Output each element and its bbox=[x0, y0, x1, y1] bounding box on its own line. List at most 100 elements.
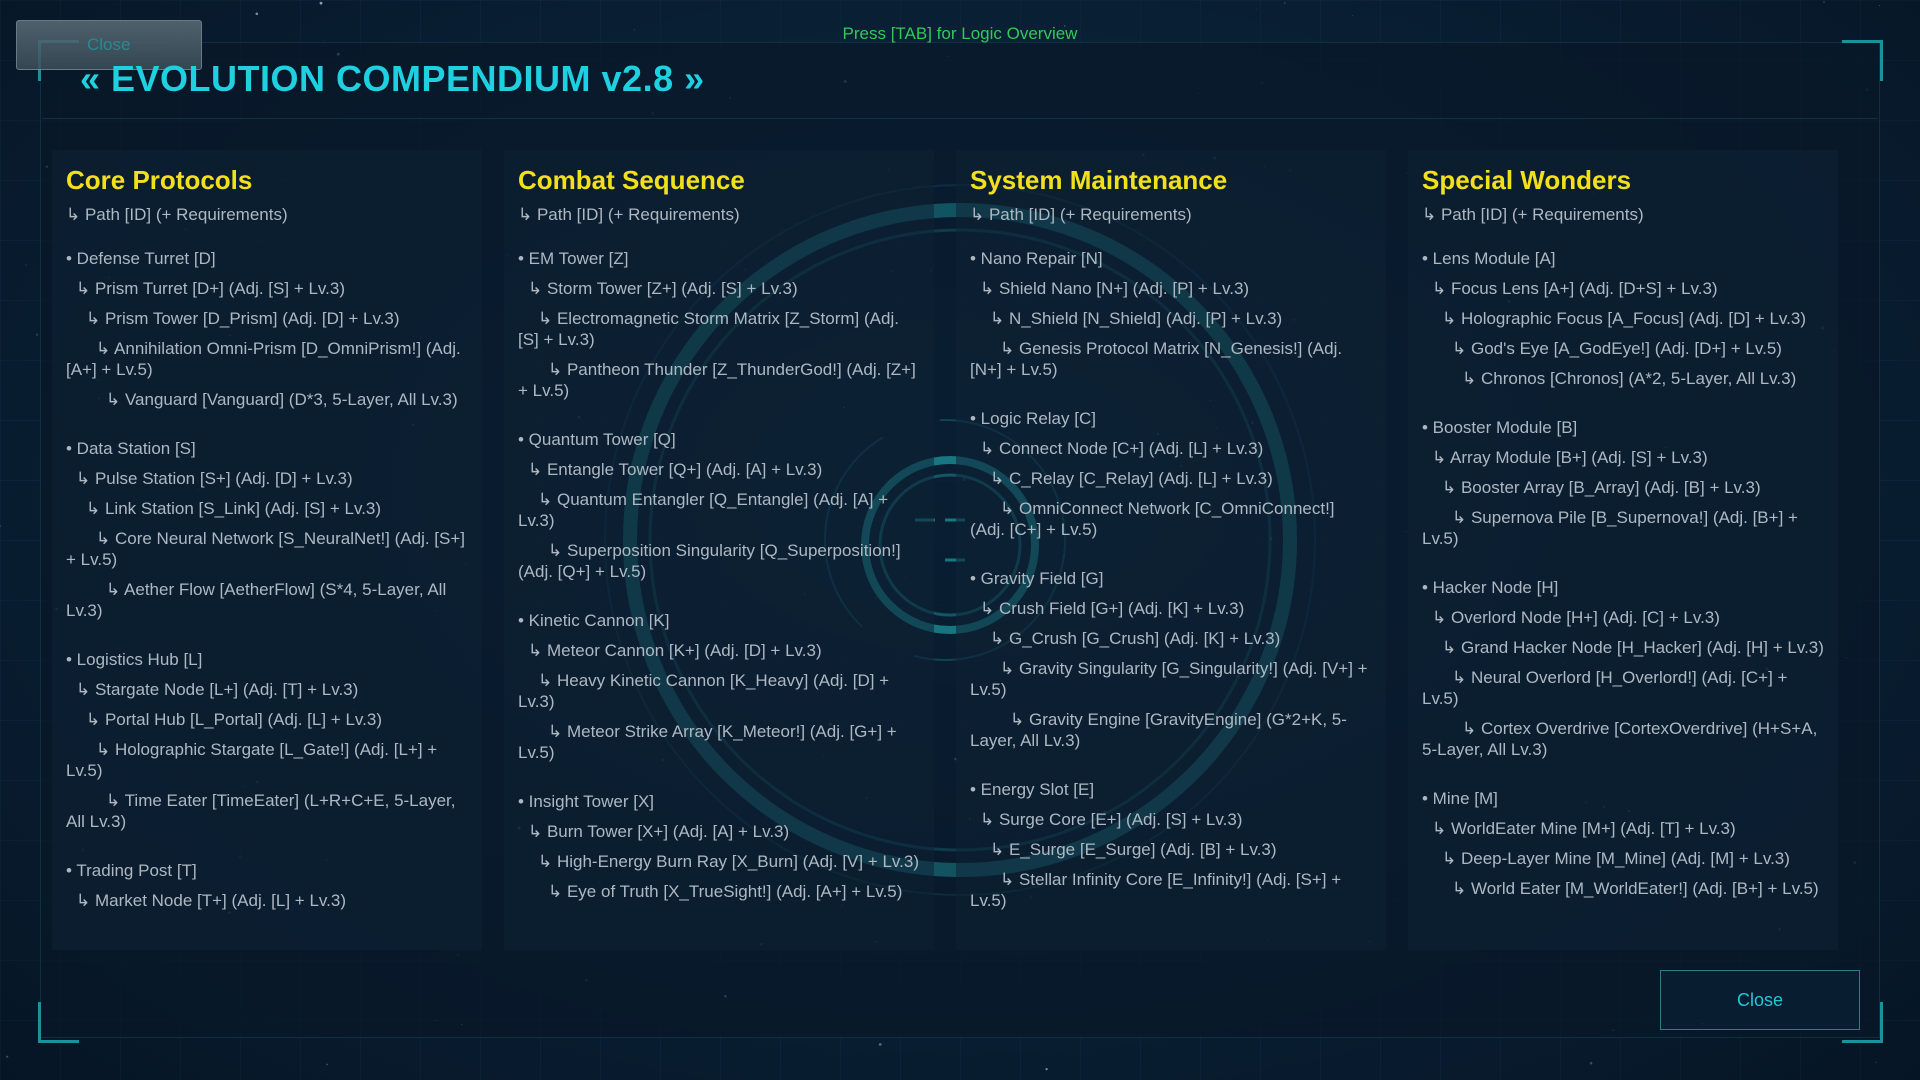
tech-base-entry: • Data Station [S] bbox=[66, 439, 196, 458]
tech-upgrade-entry: ↳ Pulse Station [S+] (Adj. [D] + Lv.3) bbox=[76, 469, 353, 488]
tech-upgrade-entry: ↳ Electromagnetic Storm Matrix [Z_Storm]… bbox=[518, 309, 899, 349]
tech-upgrade-entry: ↳ Stargate Node [L+] (Adj. [T] + Lv.3) bbox=[76, 680, 359, 699]
tech-base-entry: • EM Tower [Z] bbox=[518, 249, 629, 268]
star bbox=[1256, 7, 1257, 9]
tech-upgrade-entry: ↳ Genesis Protocol Matrix [N_Genesis!] (… bbox=[970, 339, 1343, 379]
tech-group: • Defense Turret [D]↳ Prism Turret [D+] … bbox=[66, 248, 468, 410]
bottom-close-button[interactable]: Close bbox=[1660, 970, 1860, 1030]
column-1: Core Protocols ↳ Path [ID] (+ Requirement… bbox=[52, 150, 482, 950]
star bbox=[878, 1042, 882, 1046]
star bbox=[1352, 15, 1354, 17]
tech-upgrade-entry: ↳ Gravity Singularity [G_Singularity!] (… bbox=[970, 659, 1368, 699]
tech-upgrade-entry: ↳ Prism Tower [D_Prism] (Adj. [D] + Lv.3… bbox=[86, 309, 400, 328]
tech-upgrade-entry: ↳ Chronos [Chronos] (A*2, 5-Layer, All L… bbox=[1462, 369, 1797, 388]
tech-upgrade-entry: ↳ Deep-Layer Mine [M_Mine] (Adj. [M] + L… bbox=[1442, 849, 1790, 868]
path-legend: ↳ Path [ID] (+ Requirements) bbox=[970, 205, 1192, 224]
tech-upgrade-entry: ↳ N_Shield [N_Shield] (Adj. [P] + Lv.3) bbox=[990, 309, 1283, 328]
tech-upgrade-entry: ↳ God's Eye [A_GodEye!] (Adj. [D+] + Lv.… bbox=[1452, 339, 1782, 358]
tech-group: • EM Tower [Z] ↳ Storm Tower [Z+] (Adj. [… bbox=[518, 248, 920, 401]
tech-group: • Hacker Node [H] ↳ Overlord Node [H+] (A… bbox=[1422, 577, 1824, 760]
path-legend: ↳ Path [ID] (+ Requirements) bbox=[66, 205, 288, 224]
column-heading: Special Wonders bbox=[1422, 165, 1632, 195]
tech-upgrade-entry: ↳ OmniConnect Network [C_OmniConnect!] (… bbox=[970, 499, 1335, 539]
tech-upgrade-entry: ↳ Array Module [B+] (Adj. [S] + Lv.3) bbox=[1432, 448, 1708, 467]
tech-base-entry: • Nano Repair [N] bbox=[970, 249, 1103, 268]
star bbox=[1879, 5, 1881, 7]
tech-upgrade-entry: ↳ Prism Turret [D+] (Adj. [S] + Lv.3) bbox=[76, 279, 345, 298]
tech-upgrade-entry: ↳ Surge Core [E+] (Adj. [S] + Lv.3) bbox=[980, 810, 1243, 829]
frame-corner-bottom-right bbox=[1842, 1002, 1883, 1043]
tech-upgrade-entry: ↳ WorldEater Mine [M+] (Adj. [T] + Lv.3) bbox=[1432, 819, 1736, 838]
title-divider bbox=[42, 118, 1878, 119]
tech-upgrade-entry: ↳ Meteor Strike Array [K_Meteor!] (Adj. … bbox=[518, 722, 897, 762]
star bbox=[35, 333, 39, 336]
tech-group: • Booster Module [B] ↳ Array Module [B+] … bbox=[1422, 417, 1824, 549]
star bbox=[1063, 25, 1066, 27]
tech-group: • Mine [M]↳ WorldEater Mine [M+] (Adj. [… bbox=[1422, 788, 1824, 899]
tech-upgrade-entry: ↳ C_Relay [C_Relay] (Adj. [L] + Lv.3) bbox=[990, 469, 1273, 488]
star bbox=[0, 525, 2, 528]
tech-upgrade-entry: ↳ Time Eater [TimeEater] (L+R+C+E, 5-Lay… bbox=[66, 791, 456, 831]
tech-upgrade-entry: ↳ Meteor Cannon [K+] (Adj. [D] + Lv.3) bbox=[528, 641, 822, 660]
tech-group: • Nano Repair [N] ↳ Shield Nano [N+] (Adj… bbox=[970, 248, 1372, 380]
tech-upgrade-entry: ↳ Market Node [T+] (Adj. [L] + Lv.3) bbox=[76, 891, 346, 910]
star bbox=[326, 1063, 328, 1066]
star bbox=[1823, 1, 1825, 3]
tech-upgrade-entry: ↳ Shield Nano [N+] (Adj. [P] + Lv.3) bbox=[980, 279, 1250, 298]
star bbox=[565, 1078, 566, 1079]
tech-upgrade-entry: ↳ Stellar Infinity Core [E_Infinity!] (A… bbox=[970, 870, 1342, 910]
tech-upgrade-entry: ↳ Entangle Tower [Q+] (Adj. [A] + Lv.3) bbox=[528, 460, 823, 479]
tech-base-entry: • Logistics Hub [L] bbox=[66, 650, 203, 669]
tech-upgrade-entry: ↳ Vanguard [Vanguard] (D*3, 5-Layer, All… bbox=[106, 390, 458, 409]
frame-corner-bottom-left bbox=[38, 1002, 79, 1043]
tech-base-entry: • Lens Module [A] bbox=[1422, 249, 1556, 268]
tech-group: • Data Station [S] ↳ Pulse Station [S+] (… bbox=[66, 438, 468, 621]
tech-upgrade-entry: ↳ G_Crush [G_Crush] (Adj. [K] + Lv.3) bbox=[990, 629, 1281, 648]
tech-upgrade-entry: ↳ Grand Hacker Node [H_Hacker] (Adj. [H]… bbox=[1442, 638, 1824, 657]
tech-upgrade-entry: ↳ Cortex Overdrive [CortexOverdrive] (H+… bbox=[1422, 719, 1818, 759]
tech-upgrade-entry: ↳ Storm Tower [Z+] (Adj. [S] + Lv.3) bbox=[528, 279, 798, 298]
tech-upgrade-entry: ↳ E_Surge [E_Surge] (Adj. [B] + Lv.3) bbox=[990, 840, 1277, 859]
star bbox=[1589, 1061, 1593, 1065]
tech-upgrade-entry: ↳ Holographic Focus [A_Focus] (Adj. [D] … bbox=[1442, 309, 1806, 328]
tech-base-entry: • Booster Module [B] bbox=[1422, 418, 1578, 437]
star bbox=[323, 39, 325, 41]
tech-upgrade-entry: ↳ World Eater [M_WorldEater!] (Adj. [B+]… bbox=[1452, 879, 1819, 898]
page-title: « EVOLUTION COMPENDIUM v2.8 » bbox=[80, 58, 705, 99]
tech-upgrade-entry: ↳ Crush Field [G+] (Adj. [K] + Lv.3) bbox=[980, 599, 1245, 618]
tech-group: • Kinetic Cannon [K] ↳ Meteor Cannon [K+]… bbox=[518, 610, 920, 763]
tech-upgrade-entry: ↳ Core Neural Network [S_NeuralNet!] (Ad… bbox=[66, 529, 466, 569]
tech-group: • Energy Slot [E] ↳ Surge Core [E+] (Adj.… bbox=[970, 779, 1372, 911]
column-heading: System Maintenance bbox=[970, 165, 1228, 195]
path-legend: ↳ Path [ID] (+ Requirements) bbox=[518, 205, 740, 224]
column-heading: Combat Sequence bbox=[518, 165, 745, 195]
tech-base-entry: • Kinetic Cannon [K] bbox=[518, 611, 670, 630]
tech-upgrade-entry: ↳ Link Station [S_Link] (Adj. [S] + Lv.3… bbox=[86, 499, 382, 518]
tech-group: • Trading Post [T]↳ Market Node [T+] (Ad… bbox=[66, 860, 468, 911]
tech-upgrade-entry: ↳ Burn Tower [X+] (Adj. [A] + Lv.3) bbox=[528, 822, 790, 841]
tech-upgrade-entry: ↳ Gravity Engine [GravityEngine] (G*2+K,… bbox=[970, 710, 1347, 750]
tech-upgrade-entry: ↳ Quantum Entangler [Q_Entangle] (Adj. [… bbox=[518, 490, 889, 530]
column-2: Combat Sequence ↳ Path [ID] (+ Requiremen… bbox=[504, 150, 934, 950]
tech-upgrade-entry: ↳ Overlord Node [H+] (Adj. [C] + Lv.3) bbox=[1432, 608, 1720, 627]
tech-group: • Logistics Hub [L] ↳ Stargate Node [L+] … bbox=[66, 649, 468, 832]
tech-group: • Insight Tower [X] ↳ Burn Tower [X+] (Ad… bbox=[518, 791, 920, 902]
path-legend: ↳ Path [ID] (+ Requirements) bbox=[1422, 205, 1644, 224]
tech-upgrade-entry: ↳ Annihilation Omni-Prism [D_OmniPrism!]… bbox=[66, 339, 461, 379]
star bbox=[1875, 1061, 1877, 1064]
tech-group: • Logic Relay [C] ↳ Connect Node [C+] (Ad… bbox=[970, 408, 1372, 540]
tech-upgrade-entry: ↳ Neural Overlord [H_Overlord!] (Adj. [C… bbox=[1422, 668, 1788, 708]
frame-corner-top-right bbox=[1842, 40, 1883, 81]
tech-upgrade-entry: ↳ Aether Flow [AetherFlow] (S*4, 5-Layer… bbox=[66, 580, 447, 620]
tech-base-entry: • Quantum Tower [Q] bbox=[518, 430, 676, 449]
column-heading: Core Protocols bbox=[66, 165, 253, 195]
tech-upgrade-entry: ↳ Connect Node [C+] (Adj. [L] + Lv.3) bbox=[980, 439, 1264, 458]
top-close-button[interactable]: Close bbox=[16, 20, 202, 70]
tech-base-entry: • Insight Tower [X] bbox=[518, 792, 655, 811]
tech-base-entry: • Energy Slot [E] bbox=[970, 780, 1095, 799]
tech-base-entry: • Hacker Node [H] bbox=[1422, 578, 1559, 597]
tech-base-entry: • Logic Relay [C] bbox=[970, 409, 1096, 428]
tech-upgrade-entry: ↳ Holographic Stargate [L_Gate!] (Adj. [… bbox=[66, 740, 438, 780]
star bbox=[6, 1055, 9, 1058]
tech-group: • Quantum Tower [Q] ↳ Entangle Tower [Q+]… bbox=[518, 429, 920, 582]
